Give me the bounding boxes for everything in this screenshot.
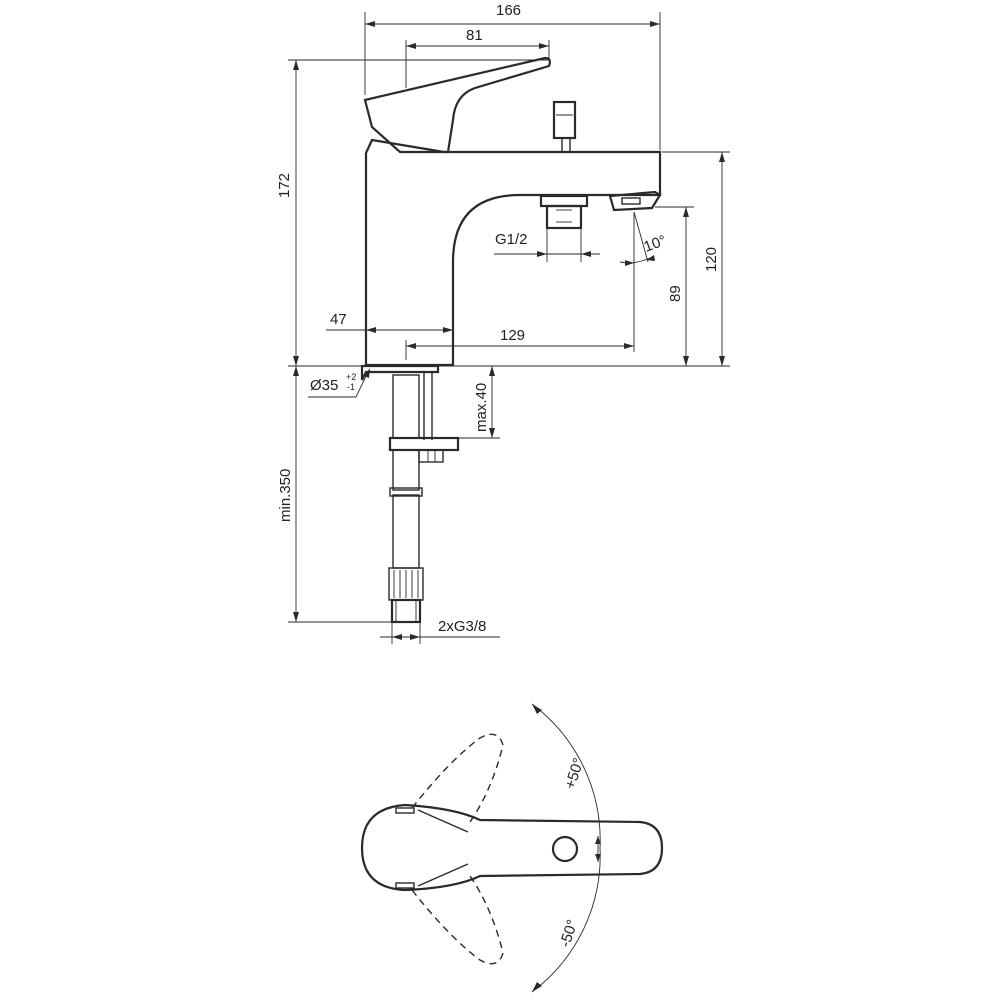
rotation-arc bbox=[531, 703, 601, 993]
dim-diam35-label: Ø35 bbox=[310, 377, 338, 394]
dim-120-label: 120 bbox=[703, 247, 720, 272]
dim-172-label: 172 bbox=[276, 173, 293, 198]
dim-10deg-label: 10° bbox=[642, 232, 669, 256]
dim-overall-height: 172 bbox=[276, 59, 549, 367]
diverter-knob bbox=[552, 100, 577, 152]
base-plate bbox=[360, 364, 440, 381]
lever-top-outline bbox=[360, 803, 664, 892]
dim-overall-width: 166 bbox=[364, 2, 661, 150]
mounting-clamp bbox=[388, 436, 460, 463]
lever-handle bbox=[363, 56, 551, 154]
dim-deck-thickness: max.40 bbox=[438, 365, 500, 439]
dim-47-label: 47 bbox=[330, 311, 347, 328]
dim-g12-label: G1/2 bbox=[495, 231, 528, 248]
dim-diam35-tol-minus: -1 bbox=[347, 382, 355, 392]
dim-outlet-height: 89 bbox=[655, 206, 694, 366]
dim-spout-angle: 10° bbox=[619, 211, 669, 266]
lever-rotated-down bbox=[411, 875, 504, 965]
mixer-body-outline bbox=[364, 138, 662, 367]
dim-diverter-thread: G1/2 bbox=[494, 228, 600, 262]
dim-hose-connections: 2xG3/8 bbox=[380, 618, 500, 644]
dim-spout-reach: 129 bbox=[405, 212, 635, 360]
dim-166-label: 166 bbox=[496, 2, 521, 19]
dim-diam35-tol-plus: +2 bbox=[346, 372, 356, 382]
side-elevation: 166 81 172 120 bbox=[276, 2, 730, 644]
spout-outlet bbox=[608, 190, 662, 212]
lever-rotated-up bbox=[411, 733, 504, 823]
dim-89-label: 89 bbox=[667, 285, 684, 302]
top-view: +50° -50° bbox=[360, 703, 664, 993]
flexible-hose bbox=[388, 374, 424, 624]
dim-base-diameter: Ø35 +2 -1 bbox=[308, 368, 370, 398]
diverter-button bbox=[551, 835, 579, 863]
dim-outlet-height-top: 120 bbox=[453, 151, 730, 367]
dim-min350-label: min.350 bbox=[277, 469, 294, 522]
dim-body-depth: 47 bbox=[326, 311, 453, 333]
dim-handle-length: 81 bbox=[405, 27, 550, 88]
dim-81-label: 81 bbox=[466, 27, 483, 44]
dim-2xg38-label: 2xG3/8 bbox=[438, 618, 486, 635]
dim-hose-length: min.350 bbox=[277, 366, 392, 623]
rotation-down-label: -50° bbox=[557, 918, 582, 950]
dim-129-label: 129 bbox=[500, 327, 525, 344]
rotation-up-label: +50° bbox=[562, 756, 588, 791]
diverter-connector bbox=[539, 194, 589, 230]
dim-max40-label: max.40 bbox=[473, 383, 490, 432]
